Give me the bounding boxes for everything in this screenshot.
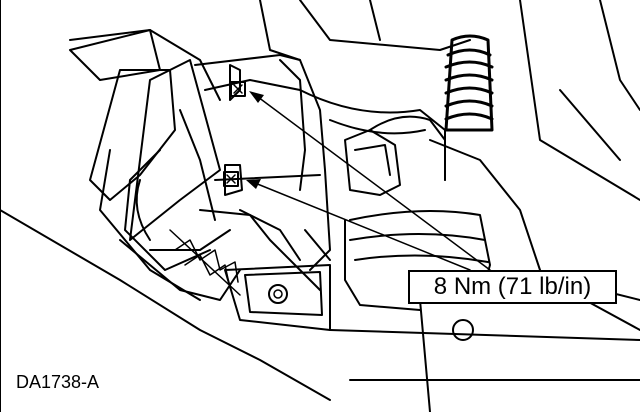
leader-lines <box>254 96 491 271</box>
left-bracket <box>69 29 241 301</box>
figure-code: DA1738-A <box>16 372 100 392</box>
bolt-icon <box>230 81 246 97</box>
hose-assembly <box>344 115 491 311</box>
mounting-hole <box>452 319 474 341</box>
bolt-icon <box>268 284 288 304</box>
arrowheads <box>246 91 264 189</box>
coil-spring <box>444 34 494 132</box>
bolt-icon <box>223 171 239 187</box>
lower-bracket <box>224 229 331 331</box>
torque-callout: 8 Nm (71 lb/in) <box>408 270 617 304</box>
module-housing <box>194 54 331 291</box>
